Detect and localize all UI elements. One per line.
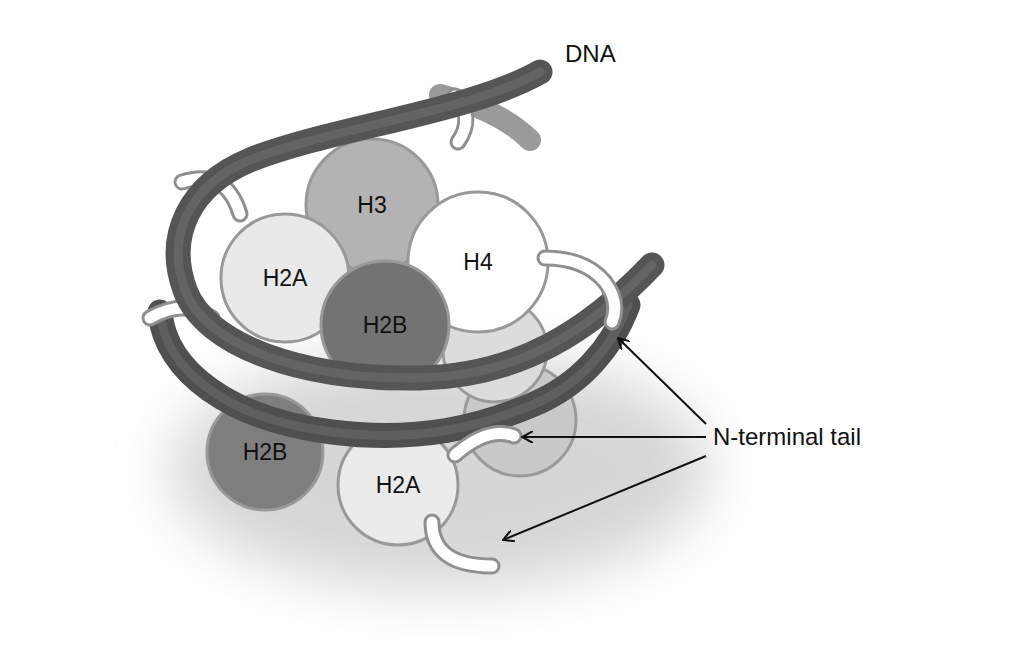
histone-name: H2B [243,439,288,466]
histone-name: H2A [376,472,421,499]
tail-label: N-terminal tail [713,423,861,451]
histone-circle: H2B [205,392,325,512]
histone-tail [182,179,240,214]
histone-name: H4 [463,249,492,276]
histone-shape [207,394,323,510]
histone-circle: H2B [319,259,451,391]
leader-line [618,338,706,424]
histone-tail [455,96,466,142]
leader-line [503,456,706,540]
histone-circle: H2A [336,423,460,547]
histone-shape [338,425,458,545]
histone-name: H3 [357,192,386,219]
drop-shadow [170,350,710,590]
hidden-histone [464,364,576,476]
histone-name: H2B [363,312,408,339]
histone-shape [321,261,449,389]
dna-back [440,95,530,140]
histone-tail [455,433,514,455]
histone-tail [150,308,212,318]
dna-label: DNA [565,40,616,68]
leader-line [522,436,706,438]
histone-tail [545,258,615,322]
histone-name: H2A [263,265,308,292]
